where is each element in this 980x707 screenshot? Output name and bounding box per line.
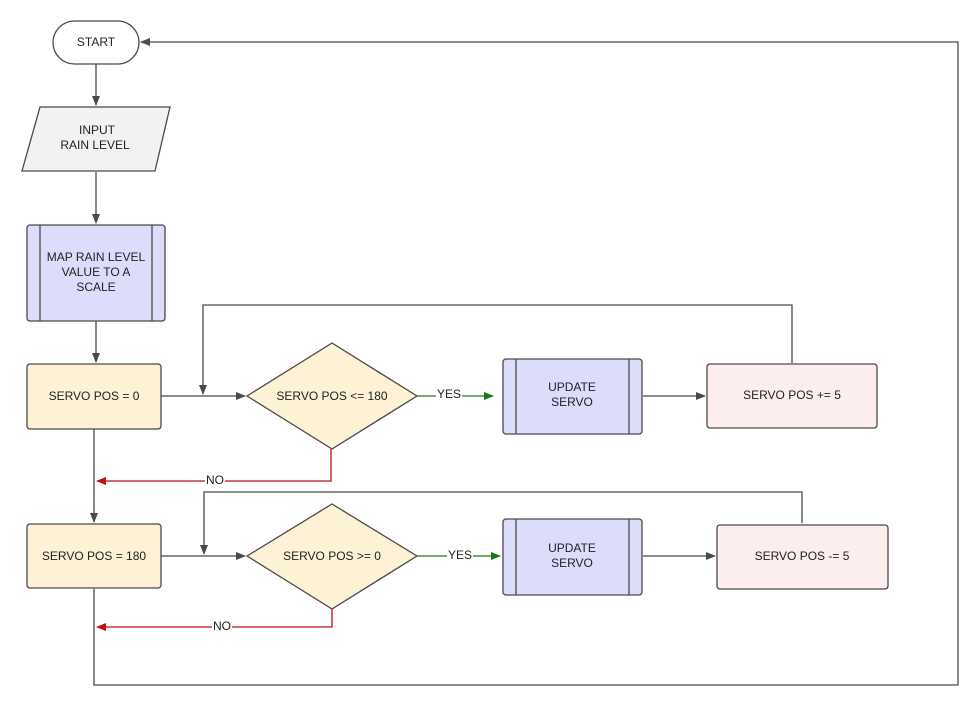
- edge-dec2-no-line: [96, 609, 333, 631]
- update-servo-2-node: UPDATE SERVO: [502, 518, 643, 596]
- update-servo-1-node: UPDATE SERVO: [502, 358, 643, 435]
- no-label-1: NO: [206, 473, 224, 487]
- map-node: MAP RAIN LEVEL VALUE TO A SCALE: [26, 224, 166, 322]
- yes-label-2: YES: [448, 548, 472, 562]
- no-label-2: NO: [213, 619, 231, 633]
- map-label-line1: MAP RAIN LEVEL: [47, 250, 146, 264]
- decision-1-node: SERVO POS <= 180: [245, 342, 419, 450]
- edge-dec1-no-to-servo180-line: [96, 449, 332, 485]
- edge-return-to-start: [93, 38, 959, 686]
- update-servo-1-line2: SERVO: [551, 395, 593, 409]
- input-label-line2: RAIN LEVEL: [60, 138, 130, 152]
- servo-pos-0-node: SERVO POS = 0: [26, 363, 162, 430]
- update-servo-2-line2: SERVO: [551, 556, 593, 570]
- decision-1-label: SERVO POS <= 180: [276, 389, 388, 403]
- input-node: INPUT RAIN LEVEL: [21, 106, 171, 172]
- increment-node: SERVO POS += 5: [706, 363, 878, 429]
- map-label-line2: VALUE TO A: [62, 265, 131, 279]
- decrement-node: SERVO POS -= 5: [716, 524, 889, 590]
- decision-2-label: SERVO POS >= 0: [283, 549, 381, 563]
- update-servo-1-line1: UPDATE: [548, 380, 596, 394]
- edge-dec-loop-back: [200, 491, 803, 555]
- servo-pos-0-label: SERVO POS = 0: [49, 389, 140, 403]
- update-servo-2-line1: UPDATE: [548, 541, 596, 555]
- decision-2-node: SERVO POS >= 0: [245, 503, 419, 610]
- start-label: START: [77, 35, 116, 49]
- servo-pos-180-label: SERVO POS = 180: [42, 549, 146, 563]
- edge-inc-loop-back: [199, 304, 793, 395]
- map-label-line3: SCALE: [76, 280, 115, 294]
- increment-label: SERVO POS += 5: [743, 388, 841, 402]
- input-label-line1: INPUT: [79, 123, 116, 137]
- yes-label-1: YES: [437, 387, 461, 401]
- decrement-label: SERVO POS -= 5: [755, 549, 850, 563]
- servo-pos-180-node: SERVO POS = 180: [26, 523, 162, 589]
- start-node: START: [52, 20, 140, 65]
